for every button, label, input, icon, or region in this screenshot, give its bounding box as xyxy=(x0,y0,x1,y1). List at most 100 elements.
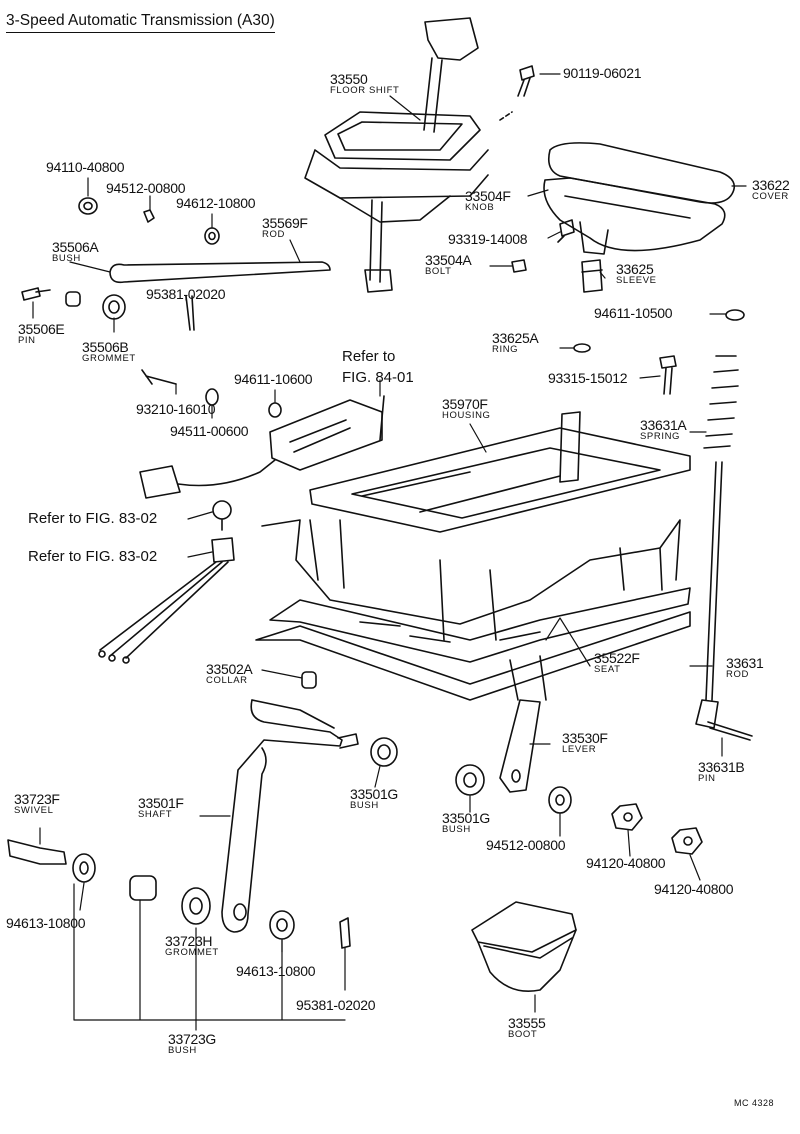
part-label: 95381-02020 xyxy=(296,997,376,1013)
part-number: 90119-06021 xyxy=(563,65,642,81)
part-number: 33502A xyxy=(206,661,253,677)
part-number: 33504F xyxy=(465,188,511,204)
part-number: 95381-02020 xyxy=(296,997,376,1013)
part-name: SLEEVE xyxy=(616,275,657,286)
part-name: ROD xyxy=(726,669,749,680)
spring-rod-drawing xyxy=(659,355,753,741)
part-label: 94612-10800 xyxy=(176,196,256,210)
part-label: 95381-02020 xyxy=(146,286,226,302)
part-number: 94611-10500 xyxy=(594,305,673,321)
part-label: 94613-10800 xyxy=(236,964,316,978)
left-small-parts-drawing xyxy=(21,197,331,418)
part-name: SHAFT xyxy=(138,809,173,820)
part-label: 93319-14008 xyxy=(448,231,528,247)
reference-note: Refer to xyxy=(342,348,396,365)
part-name: HOUSING xyxy=(442,410,491,421)
part-number: 33631B xyxy=(698,759,745,775)
part-name: COLLAR xyxy=(206,675,248,686)
part-label: 94611-10600 xyxy=(234,372,312,386)
part-number: 33723G xyxy=(168,1031,217,1047)
figure-code: MC 4328 xyxy=(733,1098,774,1108)
part-number: 33555 xyxy=(508,1015,546,1031)
part-label: 94511-00600 xyxy=(170,424,248,438)
part-number: 94120-40800 xyxy=(654,881,734,897)
lower-parts-drawing xyxy=(7,671,703,949)
part-number: 35569F xyxy=(262,215,308,231)
part-name: PIN xyxy=(698,773,716,784)
part-name: PIN xyxy=(18,335,36,346)
part-number: 33504A xyxy=(425,252,472,268)
part-number: 35506E xyxy=(18,321,65,337)
part-number: 95381-02020 xyxy=(146,286,226,302)
part-number: 35506B xyxy=(82,339,129,355)
part-name: SPRING xyxy=(640,431,681,442)
part-label: 90119-06021 xyxy=(563,66,641,80)
diagram-title: 3-Speed Automatic Transmission (A30) xyxy=(6,12,275,33)
part-number: 93315-15012 xyxy=(548,370,628,386)
part-name: ROD xyxy=(262,229,285,240)
part-name: FLOOR SHIFT xyxy=(330,85,400,96)
part-number: 33631 xyxy=(726,655,764,671)
part-number: 93319-14008 xyxy=(448,231,528,247)
part-number: 35506A xyxy=(52,239,99,255)
boot-drawing xyxy=(471,901,577,992)
part-number: 94611-10600 xyxy=(234,371,313,387)
part-name: SEAT xyxy=(594,664,621,675)
part-number: 33625 xyxy=(616,261,654,277)
part-label: 94110-40800 xyxy=(46,160,124,174)
reference-note: Refer to FIG. 83-02 xyxy=(28,548,158,565)
part-number: 93210-16010 xyxy=(136,401,216,417)
part-number: 33723F xyxy=(14,791,60,807)
part-number: 33631A xyxy=(640,417,687,433)
part-number: 94110-40800 xyxy=(46,159,125,175)
part-number: 94512-00800 xyxy=(486,837,566,853)
part-number: 94512-00800 xyxy=(106,180,186,196)
part-number: 33625A xyxy=(492,330,539,346)
part-number: 33530F xyxy=(562,730,608,746)
part-name: KNOB xyxy=(465,202,495,213)
floor-shift-drawing xyxy=(304,17,513,293)
part-name: BOLT xyxy=(425,266,452,277)
part-label: 94611-10500 xyxy=(594,306,672,320)
part-name: BUSH xyxy=(442,824,471,835)
part-name: SWIVEL xyxy=(14,805,54,816)
part-name: COVER xyxy=(752,191,789,202)
housing-drawing xyxy=(255,411,691,701)
part-name: BUSH xyxy=(350,800,379,811)
part-name: BUSH xyxy=(52,253,81,264)
part-name: BOOT xyxy=(508,1029,538,1040)
part-number: 94511-00600 xyxy=(170,423,249,439)
part-number: 33622 xyxy=(752,177,790,193)
part-number: 33550 xyxy=(330,71,368,87)
part-number: 94120-40800 xyxy=(586,855,666,871)
part-number: 94613-10800 xyxy=(6,915,86,931)
bolt-90119-drawing xyxy=(517,65,535,97)
part-label: 94613-10800 xyxy=(6,915,86,931)
part-name: RING xyxy=(492,344,519,355)
part-name: GROMMET xyxy=(165,947,219,958)
part-label: 93315-15012 xyxy=(548,370,628,386)
part-name: GROMMET xyxy=(82,353,136,364)
reference-note: FIG. 84-01 xyxy=(342,369,414,386)
part-label: 93210-16010 xyxy=(136,401,216,417)
part-number: 35970F xyxy=(442,396,488,412)
